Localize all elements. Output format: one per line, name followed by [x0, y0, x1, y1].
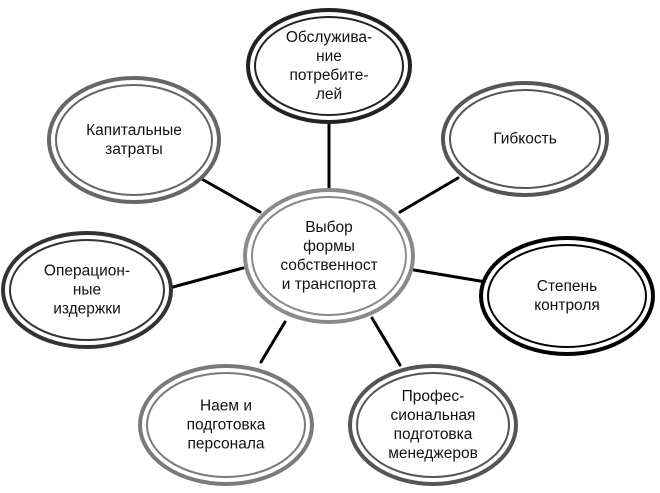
connector-training [370, 316, 402, 367]
node-capital [47, 76, 221, 204]
node-service [246, 8, 412, 124]
center-node [243, 188, 415, 324]
node-training [348, 364, 518, 486]
node-flex [441, 81, 609, 197]
connector-control [412, 268, 494, 285]
connector-capital [198, 176, 262, 214]
node-hiring [138, 364, 314, 486]
node-control [479, 236, 655, 356]
connector-flex [398, 176, 460, 214]
node-operating [1, 231, 173, 349]
connector-operating [171, 266, 245, 289]
connector-hiring [259, 320, 287, 364]
